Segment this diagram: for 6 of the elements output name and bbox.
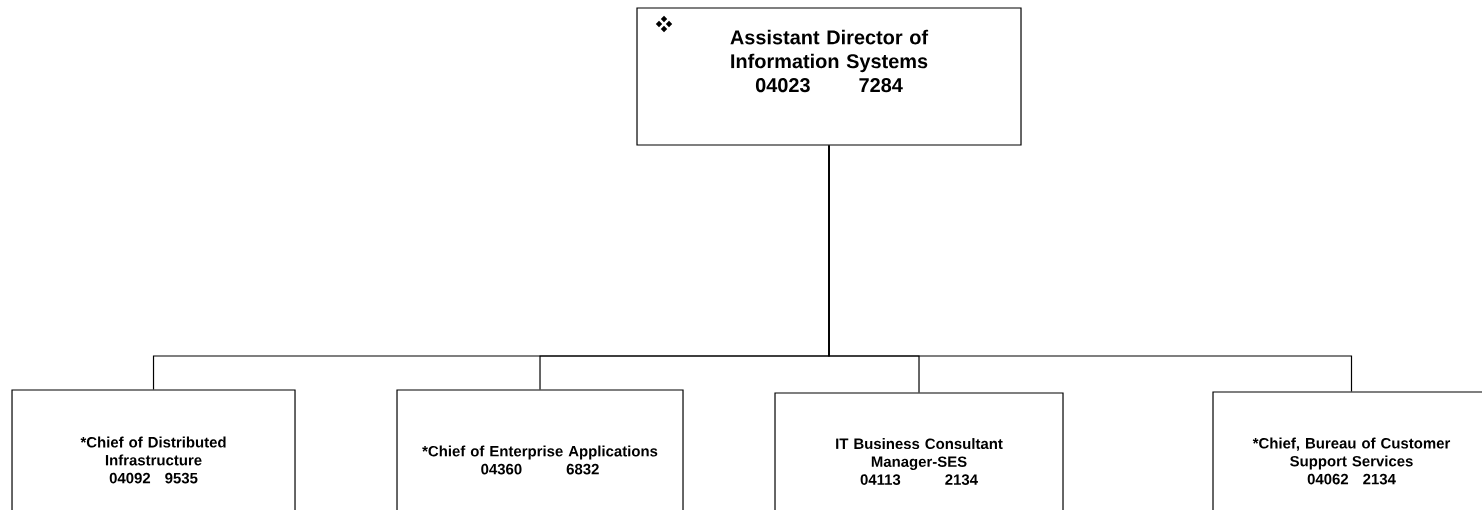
connector-line [828,145,1353,392]
position-box: *Chief, Bureau of Customer Support Services 04062 2134 [1212,391,1482,510]
position-box: *Chief of Distributed Infrastructure 04092 9535 [11,389,296,510]
position-box: Assistant Director of Information Systems 04023 7284 [636,7,1022,146]
position-box: IT Business Consultant Manager-SES 04113 2134 [774,392,1064,510]
position-box: *Chief of Enterprise Applications 04360 6832 [396,389,684,510]
